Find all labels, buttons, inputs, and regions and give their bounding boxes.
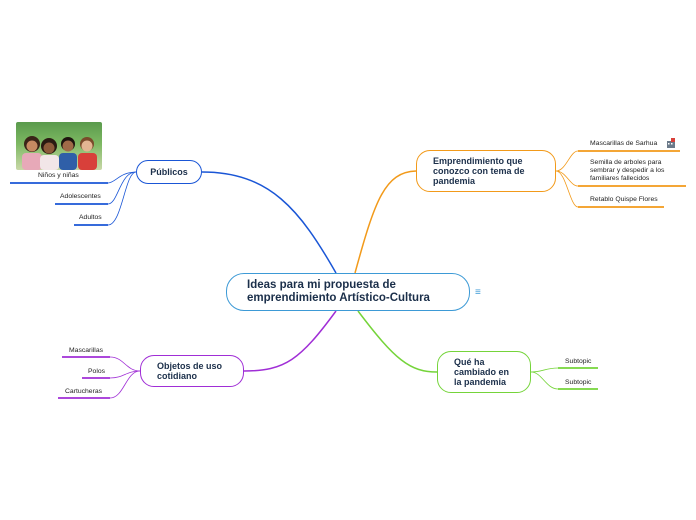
leaf-cartucheras[interactable]: Cartucheras bbox=[65, 388, 103, 395]
leaf-retablo[interactable]: Retablo Quispe Flores bbox=[590, 196, 658, 203]
leaf-subtopic-1[interactable]: Subtopic bbox=[565, 358, 592, 365]
link-objetos bbox=[243, 310, 337, 372]
topic-objetos-line1: Objetos de uso bbox=[157, 361, 223, 371]
topic-que-ha-cambiado[interactable]: Qué ha cambiado en la pandemia bbox=[437, 351, 531, 393]
leaf-subtopic-2[interactable]: Subtopic bbox=[565, 379, 592, 386]
topic-emprendimiento-line1: Emprendimiento que bbox=[433, 156, 523, 166]
leaf-semilla[interactable]: Semilla de arboles para sembrar y desped… bbox=[590, 159, 664, 183]
link-que-ha bbox=[357, 310, 438, 373]
leaf-adolescentes[interactable]: Adolescentes bbox=[60, 193, 101, 200]
topic-que-line3: la pandemia bbox=[454, 377, 507, 387]
topic-que-line2: cambiado en bbox=[454, 367, 510, 377]
topic-publicos-label: Públicos bbox=[150, 167, 188, 177]
leaf-semilla-line3: familiares fallecidos bbox=[590, 175, 650, 182]
leaf-polos[interactable]: Polos bbox=[88, 368, 106, 375]
topic-que-line1: Qué ha bbox=[454, 357, 485, 367]
link-publicos bbox=[201, 171, 337, 274]
menu-lines-icon[interactable]: ≡ bbox=[475, 287, 481, 298]
topic-objetos-line2: cotidiano bbox=[157, 371, 197, 381]
topic-emprendimiento-line2: conozco con tema de bbox=[433, 166, 525, 176]
children-photo bbox=[16, 122, 102, 170]
link-emprendimiento bbox=[354, 170, 417, 274]
topic-emprendimiento-line3: pandemia bbox=[433, 176, 476, 186]
building-pin-icon bbox=[667, 138, 675, 148]
leaf-semilla-line1: Semilla de arboles para bbox=[590, 159, 662, 166]
central-topic[interactable]: Ideas para mi propuesta de emprendimient… bbox=[226, 273, 470, 311]
leaf-semilla-line2: sembrar y despedir a los bbox=[590, 167, 665, 174]
topic-publicos[interactable]: Públicos bbox=[136, 160, 202, 184]
topic-objetos[interactable]: Objetos de uso cotidiano bbox=[140, 355, 244, 387]
leaf-mascarillas-sarhua[interactable]: Mascarillas de Sarhua bbox=[590, 140, 658, 147]
leaf-adultos[interactable]: Adultos bbox=[79, 214, 102, 221]
central-title-line1: Ideas para mi propuesta de bbox=[247, 279, 396, 291]
topic-emprendimiento[interactable]: Emprendimiento que conozco con tema de p… bbox=[416, 150, 556, 192]
leaf-mascarillas[interactable]: Mascarillas bbox=[69, 347, 103, 354]
central-title-line2: emprendimiento Artístico-Cultura bbox=[247, 292, 430, 304]
leaf-ninos[interactable]: Niños y niñas bbox=[38, 172, 79, 179]
children-photo-drawing bbox=[22, 136, 97, 170]
